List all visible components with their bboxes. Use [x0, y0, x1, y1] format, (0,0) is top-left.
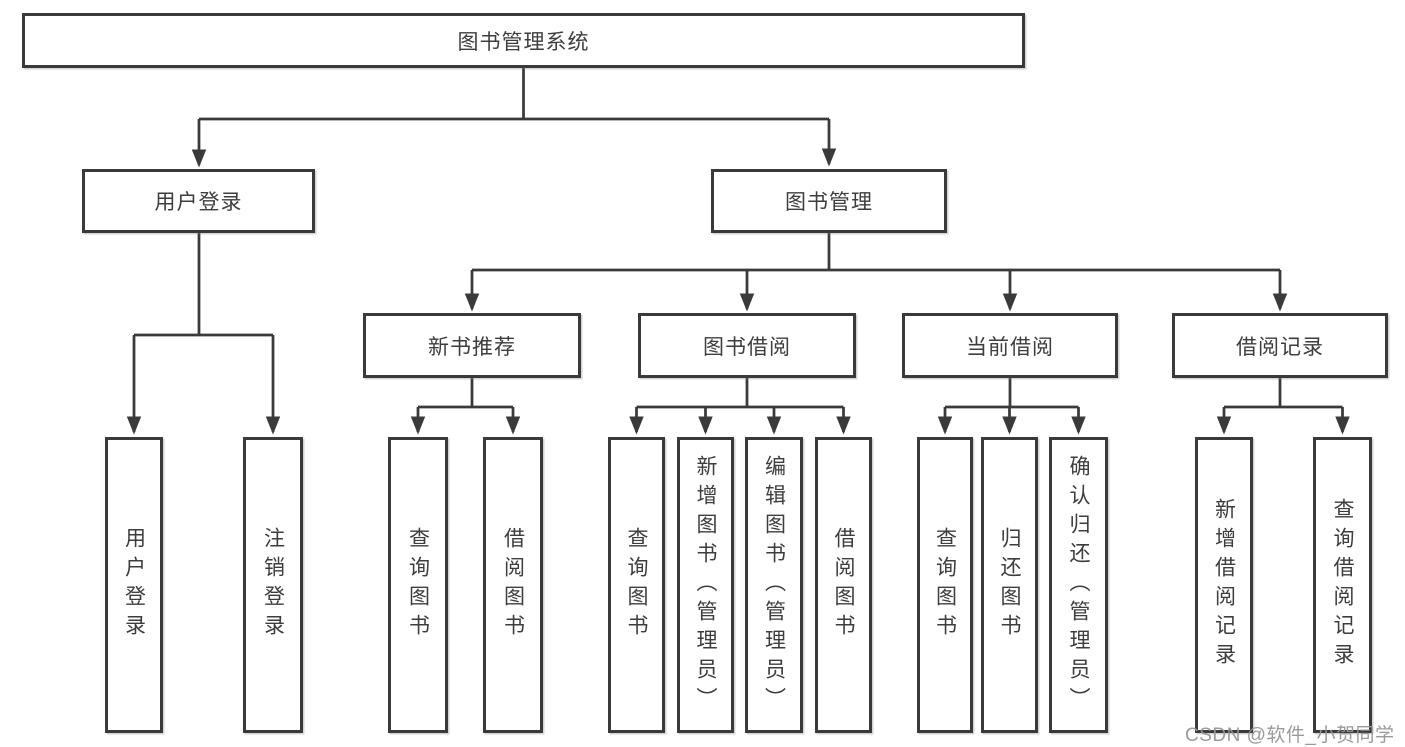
leaf-add-books-admin: 新增图书（管理员） [677, 437, 734, 733]
node-user-login: 用户登录 [82, 169, 315, 233]
node-current-borrow: 当前借阅 [902, 313, 1118, 378]
csdn-watermark: CSDN @软件_小贺同学 [1185, 725, 1395, 746]
leaf-add-borrow-record: 新增借阅记录 [1195, 437, 1253, 733]
leaf-borrow-query-books: 查询图书 [608, 437, 665, 733]
leaf-query-borrow-record: 查询借阅记录 [1313, 437, 1372, 733]
leaf-edit-books-admin: 编辑图书（管理员） [745, 437, 803, 733]
leaf-borrow-books: 借阅图书 [815, 437, 872, 733]
node-book-borrow: 图书借阅 [638, 313, 856, 378]
leaf-recommend-query-books: 查询图书 [388, 437, 448, 733]
leaf-user-login: 用户登录 [105, 437, 163, 733]
leaf-logout: 注销登录 [243, 437, 303, 733]
leaf-recommend-borrow-books: 借阅图书 [483, 437, 543, 733]
leaf-return-books: 归还图书 [981, 437, 1038, 733]
node-new-book-recommend: 新书推荐 [363, 313, 581, 378]
leaf-current-query-books: 查询图书 [917, 437, 973, 733]
node-root-system: 图书管理系统 [22, 13, 1025, 68]
leaf-confirm-return-admin: 确认归还（管理员） [1049, 437, 1108, 733]
node-book-management: 图书管理 [711, 169, 947, 233]
node-borrow-records: 借阅记录 [1172, 313, 1388, 378]
